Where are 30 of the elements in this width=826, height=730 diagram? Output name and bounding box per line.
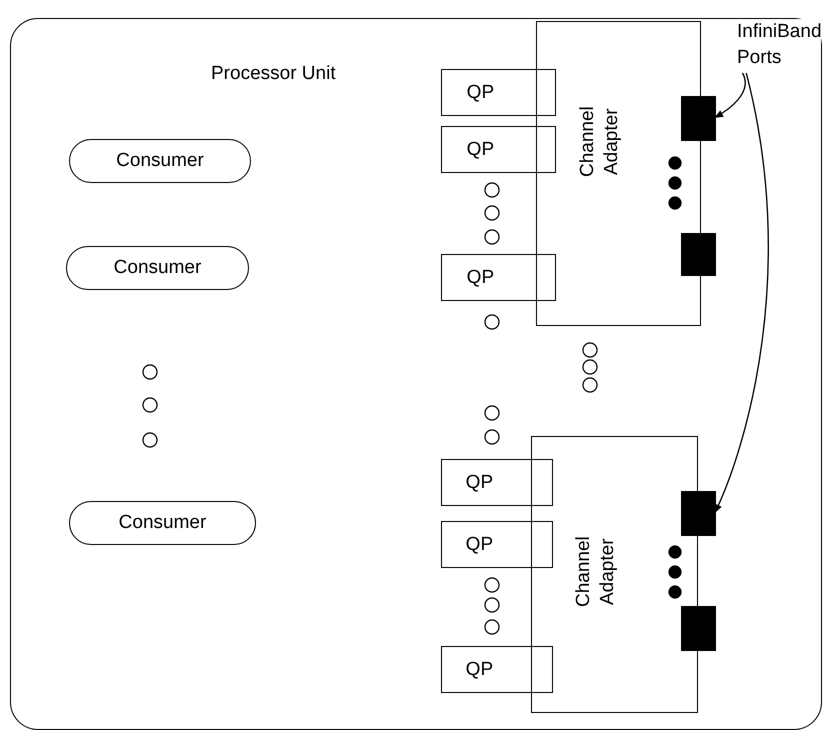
port-block [681, 96, 716, 141]
consumer-label: Consumer [116, 150, 204, 172]
queue-pair-box [441, 646, 553, 693]
adapter-label: Channel Adapter [572, 536, 619, 610]
queue-pair-label: QP [466, 658, 494, 680]
queue-pair-label: QP [466, 534, 494, 556]
consumer-pill [69, 139, 251, 183]
port-block [681, 606, 716, 651]
queue-pair-box [441, 459, 553, 506]
consumer-label: Consumer [114, 257, 202, 279]
queue-pair-box [441, 521, 553, 568]
queue-pair-box [441, 254, 556, 301]
queue-pair-label: QP [466, 266, 494, 288]
port-block [681, 491, 716, 536]
adapter-box [536, 21, 701, 326]
consumer-pill [69, 501, 256, 545]
adapter-label: Channel Adapter [576, 106, 624, 180]
port-block [681, 233, 716, 276]
queue-pair-label: QP [466, 82, 494, 104]
queue-pair-box [441, 126, 556, 173]
unit-frame [10, 18, 822, 730]
arrow [714, 72, 746, 118]
arrow [714, 72, 769, 514]
consumer-label: Consumer [118, 512, 206, 534]
port-label-text: InfiniBand Ports [737, 20, 821, 70]
queue-pair-box [441, 69, 556, 116]
unit-title: Processor Unit [211, 63, 336, 85]
queue-pair-label: QP [466, 138, 494, 160]
queue-pair-label: QP [466, 472, 494, 494]
consumer-pill [66, 246, 249, 290]
